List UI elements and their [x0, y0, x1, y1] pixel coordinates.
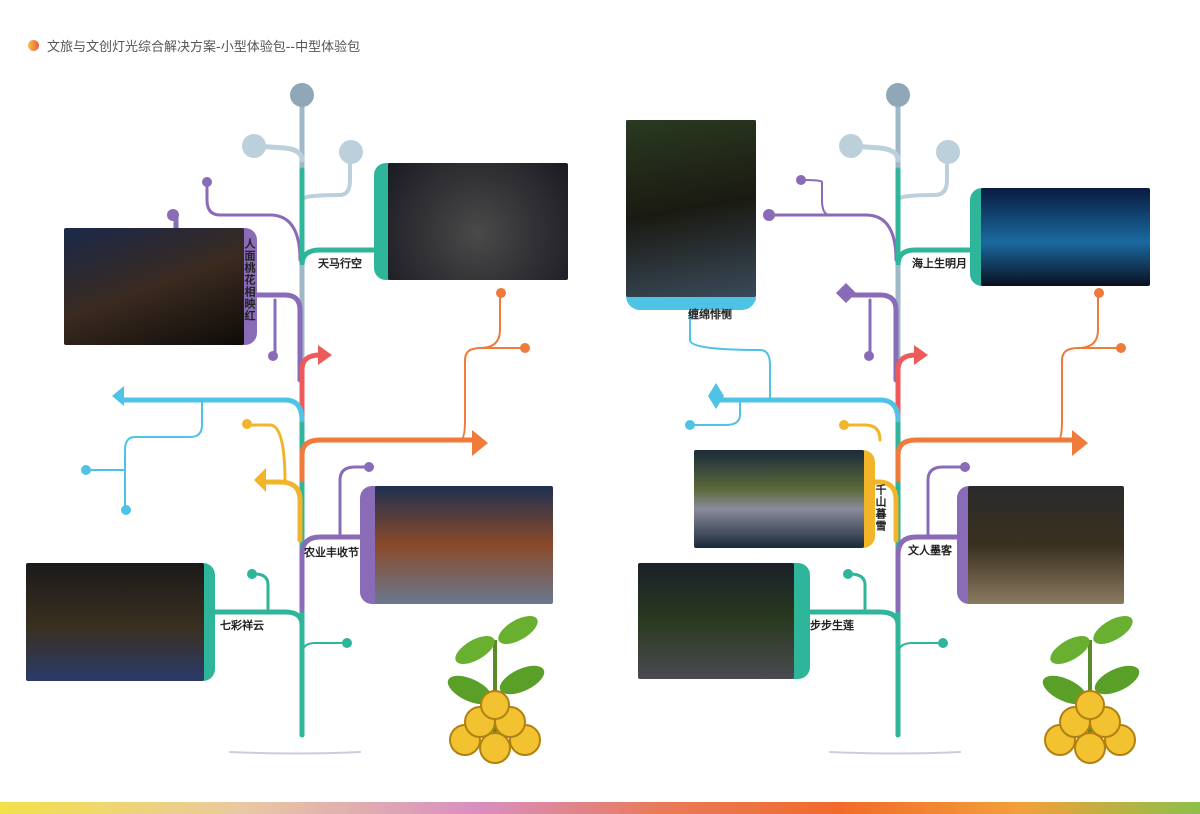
photo-bubu [638, 563, 794, 679]
title-text: 文旅与文创灯光综合解决方案-小型体验包--中型体验包 [47, 40, 361, 55]
photo-qianshan [694, 450, 864, 548]
photo-wenren [968, 486, 1124, 604]
label-wenren: 文人墨客 [908, 544, 952, 557]
photo-haishang [981, 188, 1150, 286]
label-nongye: 农业丰收节 [304, 546, 359, 559]
photo-tianma [388, 163, 568, 280]
label-tab [790, 563, 810, 679]
photo-qicai [26, 563, 204, 681]
label-haishang: 海上生明月 [912, 257, 967, 270]
label-qicai: 七彩祥云 [220, 619, 264, 632]
left-tree [81, 83, 530, 755]
photo-chanmian [626, 120, 756, 297]
label-qianshan: 千山暮雪 [874, 484, 887, 532]
label-tianma: 天马行空 [318, 257, 362, 270]
label-chanmian: 缠绵悱恻 [688, 308, 732, 321]
money-plant-icon [1042, 616, 1140, 764]
footer-gradient-bar [0, 802, 1200, 814]
title-bullet-icon [28, 40, 39, 51]
money-plant-icon [447, 616, 545, 764]
photo-renmian [64, 228, 244, 345]
label-bubu: 步步生莲 [810, 619, 854, 632]
label-renmian: 人面桃花相映红 [243, 238, 256, 322]
photo-nongye [375, 486, 553, 604]
page-title: 文旅与文创灯光综合解决方案-小型体验包--中型体验包 [28, 36, 360, 55]
right-tree [685, 83, 1126, 755]
